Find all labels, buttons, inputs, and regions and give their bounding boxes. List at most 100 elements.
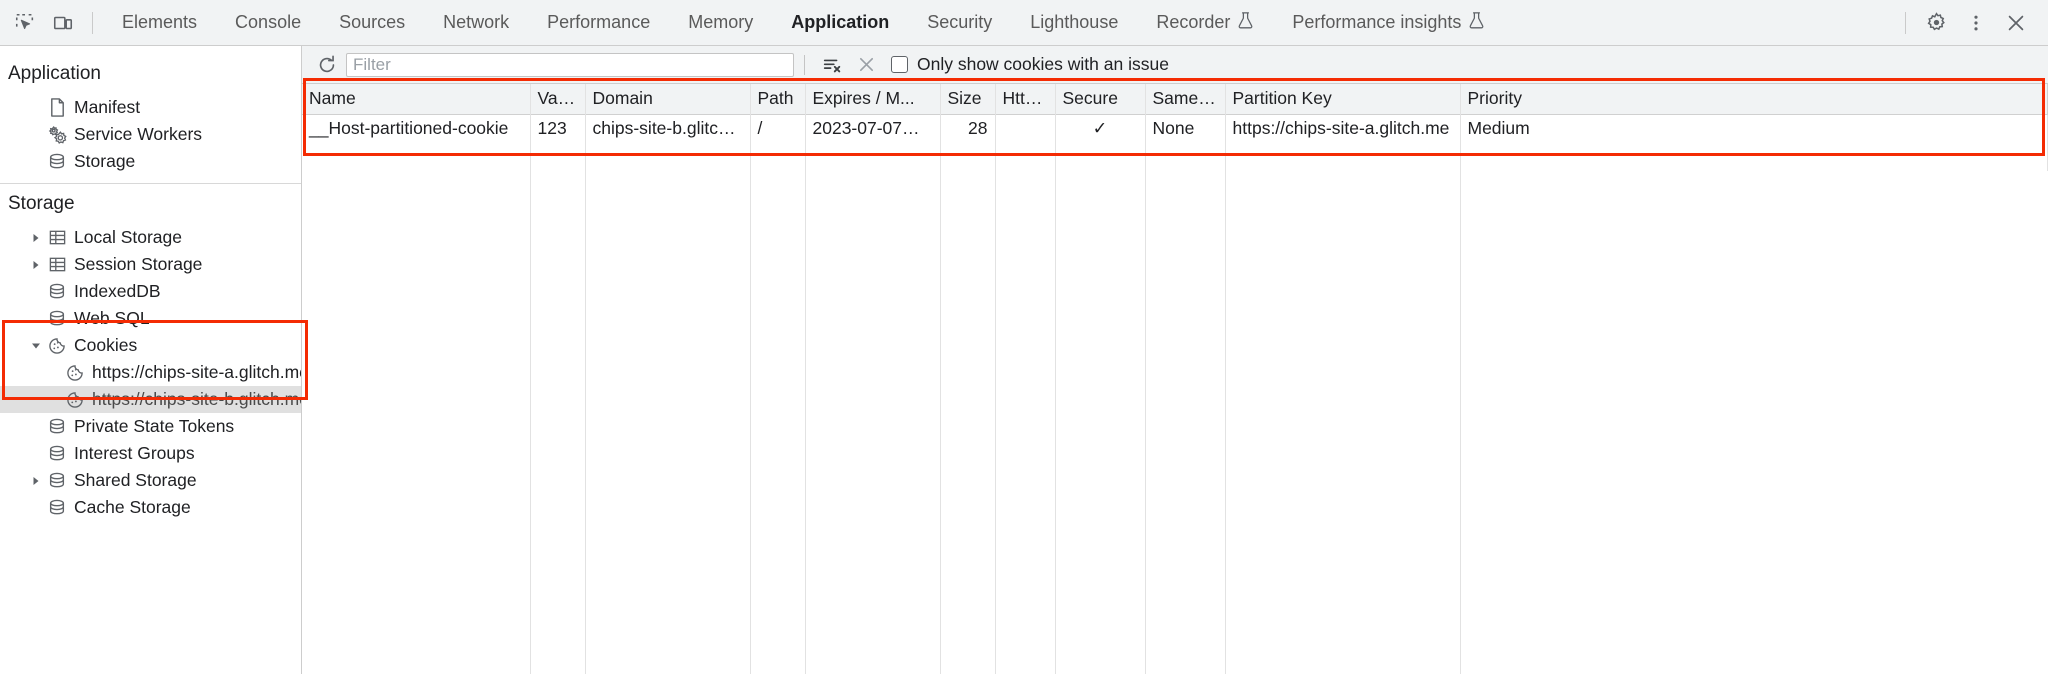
cookies-filter-toolbar: Filter Only show cookies with an xyxy=(302,46,2048,84)
sidebar-item-local-storage[interactable]: Local Storage xyxy=(0,224,301,251)
sidebar-item-web-sql[interactable]: Web SQL xyxy=(0,305,301,332)
cell-priority: Medium xyxy=(1460,114,2048,143)
database-icon xyxy=(44,309,70,329)
twisty-expanded-icon[interactable] xyxy=(28,341,44,351)
tab-elements[interactable]: Elements xyxy=(103,0,216,45)
tab-label: Performance xyxy=(547,12,651,32)
sidebar-item-cookies[interactable]: Cookies xyxy=(0,332,301,359)
gears-icon xyxy=(44,124,70,145)
sidebar-item-shared-storage[interactable]: Shared Storage xyxy=(0,467,301,494)
clear-all-cookies-icon[interactable] xyxy=(849,50,883,80)
twisty-collapsed-icon[interactable] xyxy=(28,260,44,270)
column-header-domain[interactable]: Domain xyxy=(585,84,751,115)
sidebar-item-label: Web SQL xyxy=(74,308,150,328)
column-header-partition-key[interactable]: Partition Key xyxy=(1225,84,1461,115)
panel-tabs: Elements Console Sources Network Perform… xyxy=(103,0,1504,45)
tab-application[interactable]: Application xyxy=(772,0,908,45)
cell-domain: chips-site-b.glitch.me xyxy=(585,114,751,143)
cell-secure: ✓ xyxy=(1055,114,1146,143)
sidebar-item-label: Local Storage xyxy=(74,227,182,247)
clear-filtered-cookies-icon[interactable] xyxy=(815,50,849,80)
sidebar-item-label: Cookies xyxy=(74,335,138,355)
cell-httponly xyxy=(995,114,1056,143)
sidebar-item-cookie-origin-b[interactable]: https://chips-site-b.glitch.me xyxy=(0,386,301,413)
application-sidebar: Application Manifest xyxy=(0,46,302,674)
column-header-size[interactable]: Size xyxy=(940,84,996,115)
sidebar-item-interest-groups[interactable]: Interest Groups xyxy=(0,440,301,467)
cell-partition-key: https://chips-site-a.glitch.me xyxy=(1225,114,1461,143)
checkbox-box[interactable] xyxy=(891,56,908,73)
sidebar-divider xyxy=(0,183,301,184)
checkbox-label: Only show cookies with an issue xyxy=(917,54,1169,74)
sidebar-item-label: IndexedDB xyxy=(74,281,161,301)
sidebar-item-private-state-tokens[interactable]: Private State Tokens xyxy=(0,413,301,440)
sidebar-item-session-storage[interactable]: Session Storage xyxy=(0,251,301,278)
cookie-icon xyxy=(62,390,88,410)
column-header-expires[interactable]: Expires / M... xyxy=(805,84,941,115)
toolbar-divider xyxy=(92,11,93,34)
column-header-name[interactable]: Name xyxy=(302,84,531,115)
inspect-element-icon[interactable] xyxy=(6,6,44,40)
cookie-icon xyxy=(62,363,88,383)
sidebar-section-title-storage: Storage xyxy=(8,193,75,214)
column-header-value[interactable]: Value xyxy=(530,84,586,115)
gear-icon[interactable] xyxy=(1916,6,1956,40)
tab-label: Recorder xyxy=(1156,12,1231,32)
sidebar-item-cache-storage[interactable]: Cache Storage xyxy=(0,494,301,521)
refresh-icon[interactable] xyxy=(310,50,344,80)
column-header-path[interactable]: Path xyxy=(750,84,806,115)
table-header-row: Name Value Domain Path Expires / M... Si… xyxy=(302,84,2048,115)
sidebar-item-label: Session Storage xyxy=(74,254,203,274)
sidebar-item-label: Shared Storage xyxy=(74,470,197,490)
cell-expires: 2023-07-07… xyxy=(805,114,941,143)
kebab-menu-icon[interactable] xyxy=(1956,6,1996,40)
column-header-priority[interactable]: Priority xyxy=(1460,84,2048,115)
tab-label: Sources xyxy=(339,12,406,32)
document-icon xyxy=(44,97,70,118)
sidebar-item-cookie-origin-a[interactable]: https://chips-site-a.glitch.me xyxy=(0,359,301,386)
tab-label: Elements xyxy=(122,12,198,32)
twisty-collapsed-icon[interactable] xyxy=(28,233,44,243)
database-icon xyxy=(44,282,70,302)
tab-performance-insights[interactable]: Performance insights xyxy=(1273,0,1504,45)
cell-size: 28 xyxy=(940,114,996,143)
column-header-samesite[interactable]: SameSite xyxy=(1145,84,1226,115)
twisty-collapsed-icon[interactable] xyxy=(28,476,44,486)
tab-performance[interactable]: Performance xyxy=(528,0,669,45)
tab-console[interactable]: Console xyxy=(216,0,320,45)
close-icon[interactable] xyxy=(1996,6,2036,40)
sidebar-item-storage[interactable]: Storage xyxy=(0,148,301,175)
sidebar-item-indexeddb[interactable]: IndexedDB xyxy=(0,278,301,305)
device-toolbar-icon[interactable] xyxy=(44,6,82,40)
cookies-table-container: Name Value Domain Path Expires / M... Si… xyxy=(302,84,2048,674)
tab-memory[interactable]: Memory xyxy=(669,0,772,45)
only-show-issues-checkbox[interactable]: Only show cookies with an issue xyxy=(891,54,1169,75)
sidebar-item-manifest[interactable]: Manifest xyxy=(0,94,301,121)
database-icon xyxy=(44,471,70,491)
tab-lighthouse[interactable]: Lighthouse xyxy=(1011,0,1137,45)
experiment-flask-icon xyxy=(1237,11,1254,35)
sidebar-item-label: Private State Tokens xyxy=(74,416,235,436)
database-icon xyxy=(44,498,70,518)
tab-label: Performance insights xyxy=(1292,12,1462,32)
filter-input[interactable]: Filter xyxy=(346,52,794,77)
column-header-secure[interactable]: Secure xyxy=(1055,84,1146,115)
cell-name: __Host-partitioned-cookie xyxy=(302,114,531,143)
sidebar-item-service-workers[interactable]: Service Workers xyxy=(0,121,301,148)
toolbar-right-actions xyxy=(1895,6,2042,40)
table-row[interactable]: __Host-partitioned-cookie 123 chips-site… xyxy=(302,114,2048,143)
tab-recorder[interactable]: Recorder xyxy=(1137,0,1273,45)
tab-sources[interactable]: Sources xyxy=(320,0,424,45)
tab-security[interactable]: Security xyxy=(908,0,1011,45)
cookies-table: Name Value Domain Path Expires / M... Si… xyxy=(302,84,2048,171)
devtools-tabbar: Elements Console Sources Network Perform… xyxy=(0,0,2048,46)
sidebar-item-label: Cache Storage xyxy=(74,497,191,517)
column-header-httponly[interactable]: HttpOnly xyxy=(995,84,1056,115)
table-filler-row xyxy=(302,143,2048,171)
sidebar-item-label: Interest Groups xyxy=(74,443,195,463)
cell-value: 123 xyxy=(530,114,586,143)
tab-network[interactable]: Network xyxy=(424,0,528,45)
sidebar-item-label: Manifest xyxy=(74,97,141,117)
sidebar-item-label: Storage xyxy=(74,151,136,171)
column-gridlines xyxy=(302,84,2048,674)
